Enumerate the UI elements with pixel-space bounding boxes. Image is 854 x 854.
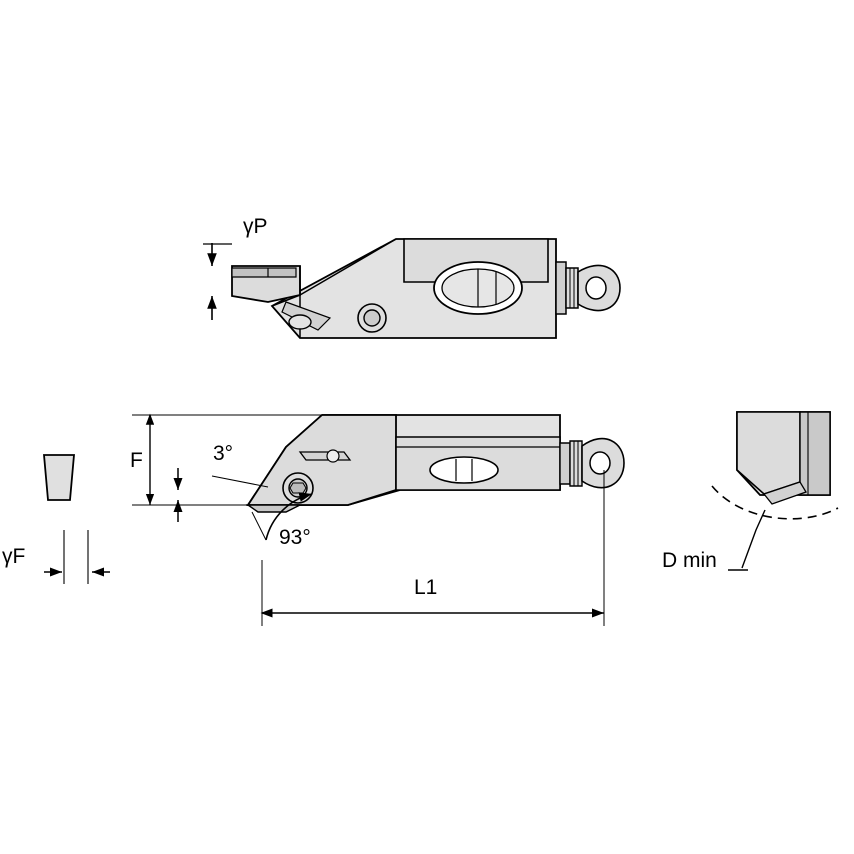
side-view-torx-socket xyxy=(289,482,307,494)
angle-3-leader xyxy=(211,475,269,488)
side-view-slot-hole xyxy=(326,449,340,463)
end-view-back xyxy=(799,411,831,496)
side-view-group xyxy=(132,413,625,626)
top-view-insert-edge xyxy=(231,267,297,278)
label-f-height: F xyxy=(130,449,143,472)
angle-93-arc xyxy=(265,492,313,541)
end-view-head xyxy=(736,411,801,495)
top-view-edge-b xyxy=(271,294,301,307)
top-view-group xyxy=(203,238,621,339)
angle-93-ref-a xyxy=(251,511,267,541)
side-view-collar xyxy=(569,440,583,487)
side-view-slot xyxy=(298,451,352,461)
d-min-arc xyxy=(711,485,839,520)
side-view-nose xyxy=(245,504,301,513)
top-view-coolant-hole xyxy=(288,314,312,330)
top-view-collar xyxy=(565,267,579,309)
top-view-screw-head-hole xyxy=(585,276,607,300)
end-view-insert xyxy=(762,481,807,505)
end-view-group xyxy=(711,411,839,571)
insert-shape xyxy=(43,454,75,501)
side-view-screw-head-hole xyxy=(589,451,611,475)
side-view-bore-ellipse xyxy=(429,456,499,484)
label-length-l1: L1 xyxy=(414,576,438,599)
insert-section-group xyxy=(43,454,110,584)
top-view-chamfer xyxy=(299,238,397,296)
label-angle-3: 3° xyxy=(213,442,234,465)
top-view-screw-inner xyxy=(363,309,381,327)
label-d-min: D min xyxy=(662,549,717,572)
d-min-leader xyxy=(741,509,766,569)
label-angle-93: 93° xyxy=(279,526,311,549)
side-view-neck xyxy=(559,442,571,485)
label-gamma-f: γF xyxy=(2,545,26,568)
top-view-neck xyxy=(555,261,567,315)
label-gamma-p: γP xyxy=(243,215,268,238)
